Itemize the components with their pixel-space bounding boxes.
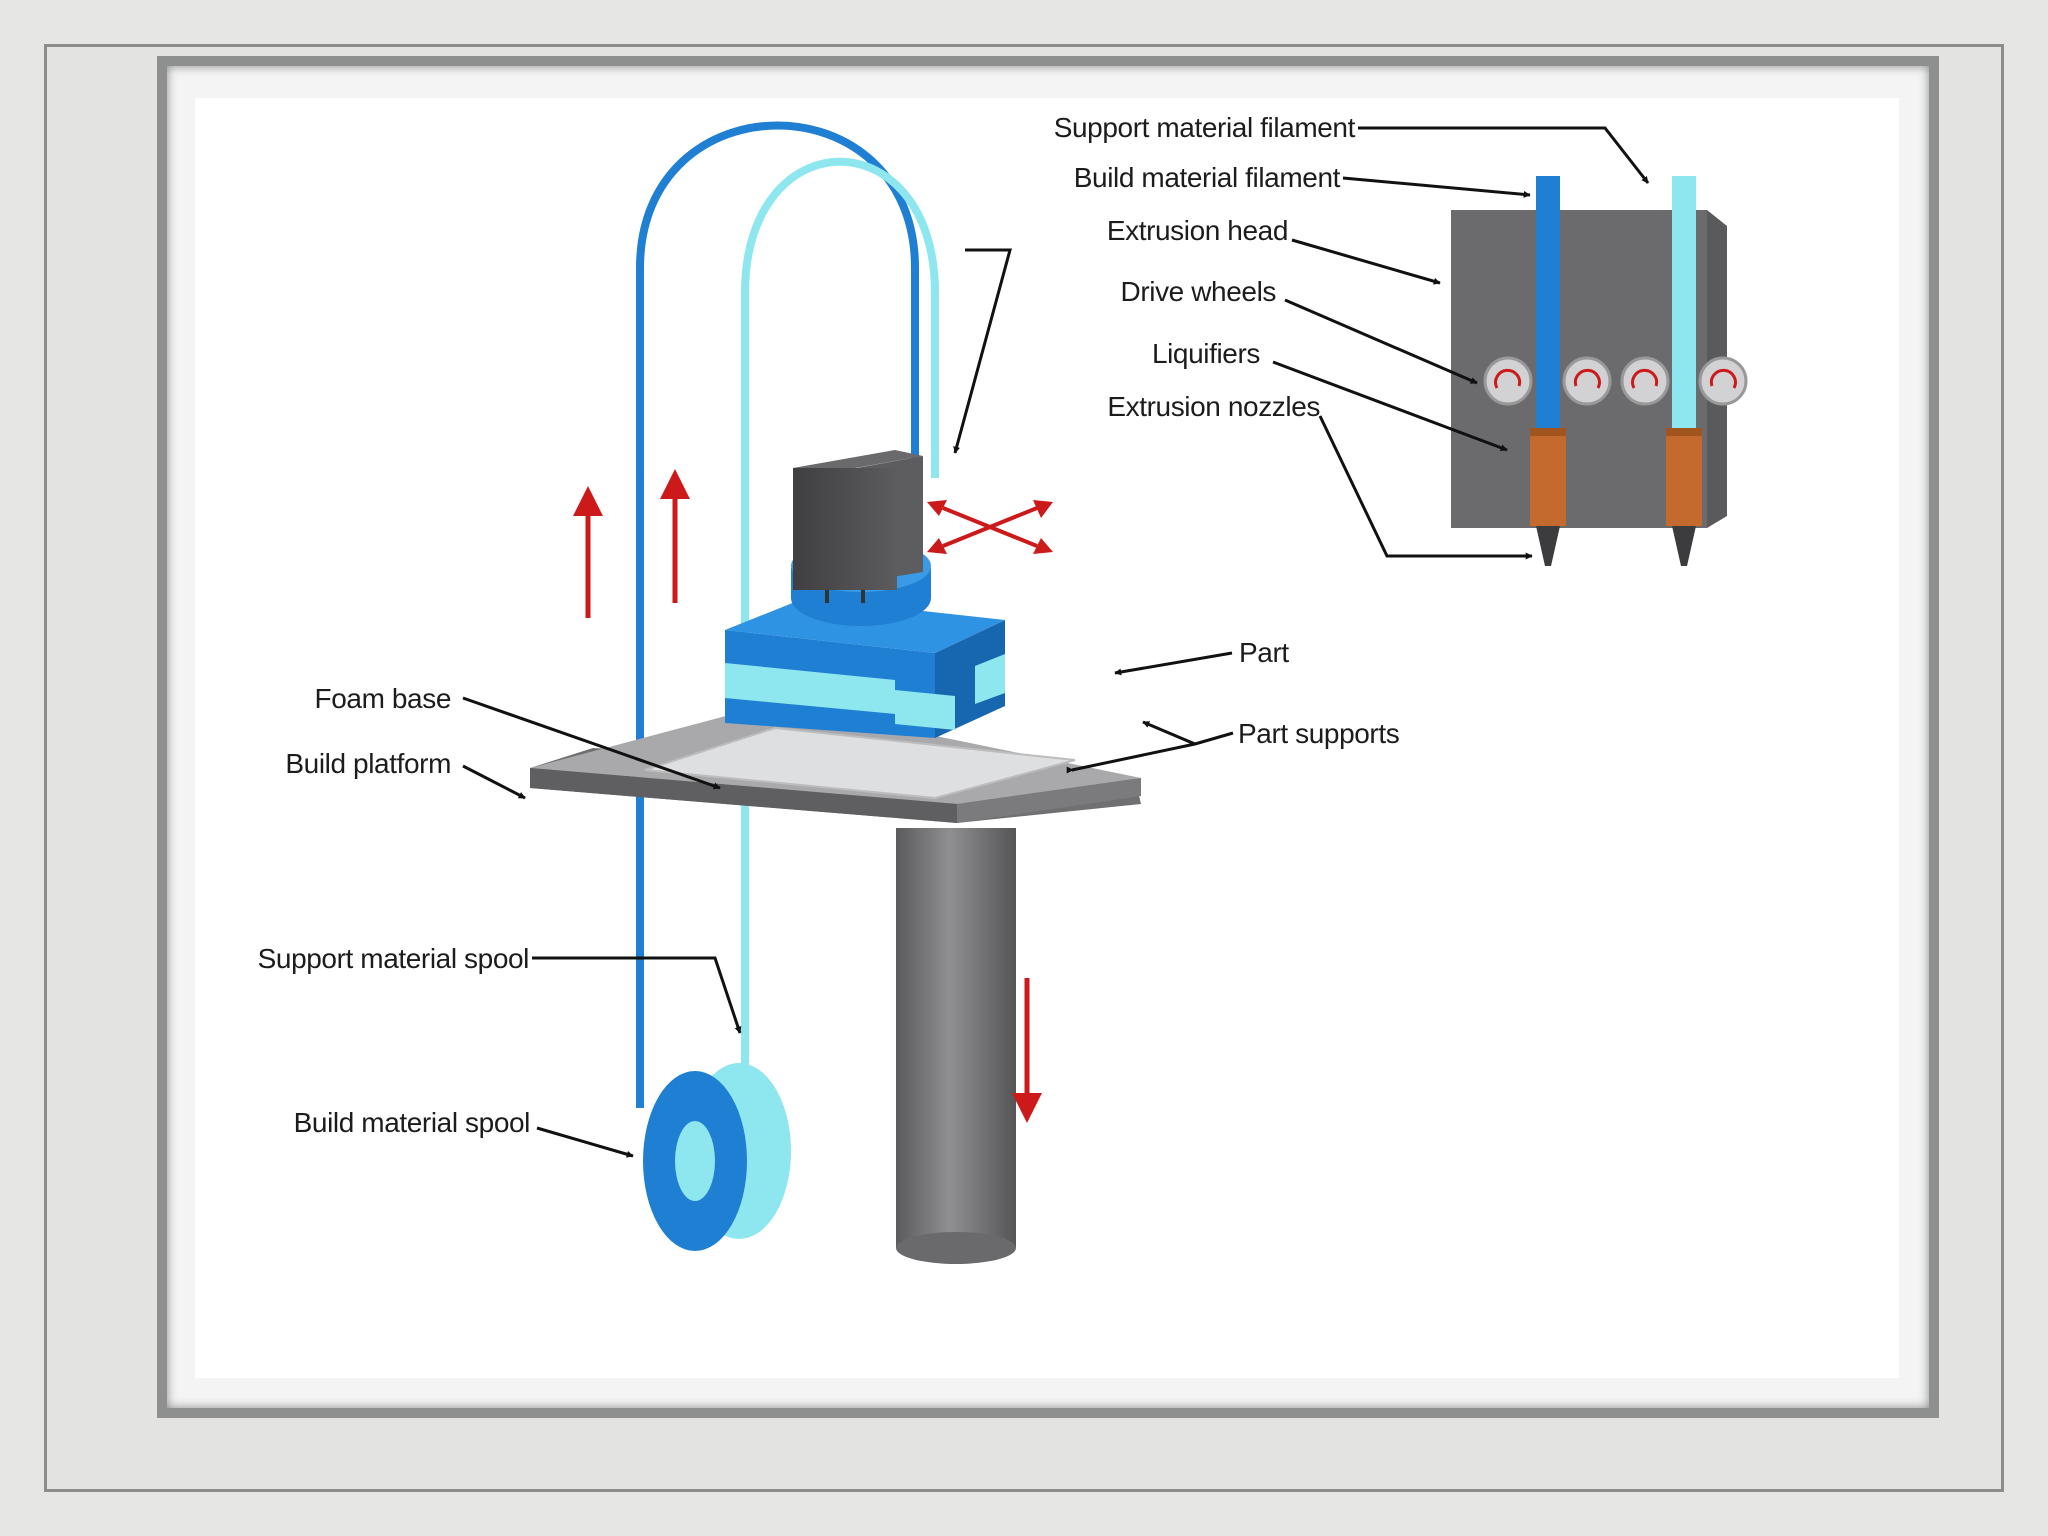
extrusion-head-detail — [1451, 176, 1748, 566]
label-build-material-filament: Build material filament — [1074, 162, 1341, 193]
label-foam-base: Foam base — [315, 683, 451, 714]
label-drive-wheels: Drive wheels — [1121, 276, 1276, 307]
extrusion-nozzles — [1536, 526, 1696, 566]
label-build-platform: Build platform — [285, 748, 451, 779]
label-support-material-filament: Support material filament — [1054, 112, 1356, 143]
support-filament-loop — [741, 157, 939, 1108]
liquifiers — [1530, 428, 1702, 526]
drive-wheels — [1483, 356, 1748, 406]
foam-base — [644, 726, 1076, 800]
build-filament-loop — [636, 121, 919, 1108]
label-extrusion-nozzles: Extrusion nozzles — [1107, 391, 1320, 422]
build-material-spool — [643, 1063, 791, 1251]
label-build-material-spool: Build material spool — [294, 1107, 530, 1138]
platform-column — [896, 828, 1016, 1248]
label-part: Part — [1239, 637, 1289, 668]
motion-arrows — [573, 469, 1053, 1123]
label-arrows — [462, 126, 1650, 1158]
label-support-material-spool: Support material spool — [258, 943, 529, 974]
diagram-svg: Support material filament Build material… — [258, 112, 1748, 1264]
label-liquifiers: Liquifiers — [1152, 338, 1260, 369]
fdm-printer-diagram: Support material filament Build material… — [195, 98, 1899, 1378]
part-supports — [725, 654, 1005, 730]
label-extrusion-head: Extrusion head — [1107, 215, 1288, 246]
extrusion-head — [793, 450, 923, 603]
label-part-supports: Part supports — [1238, 718, 1399, 749]
